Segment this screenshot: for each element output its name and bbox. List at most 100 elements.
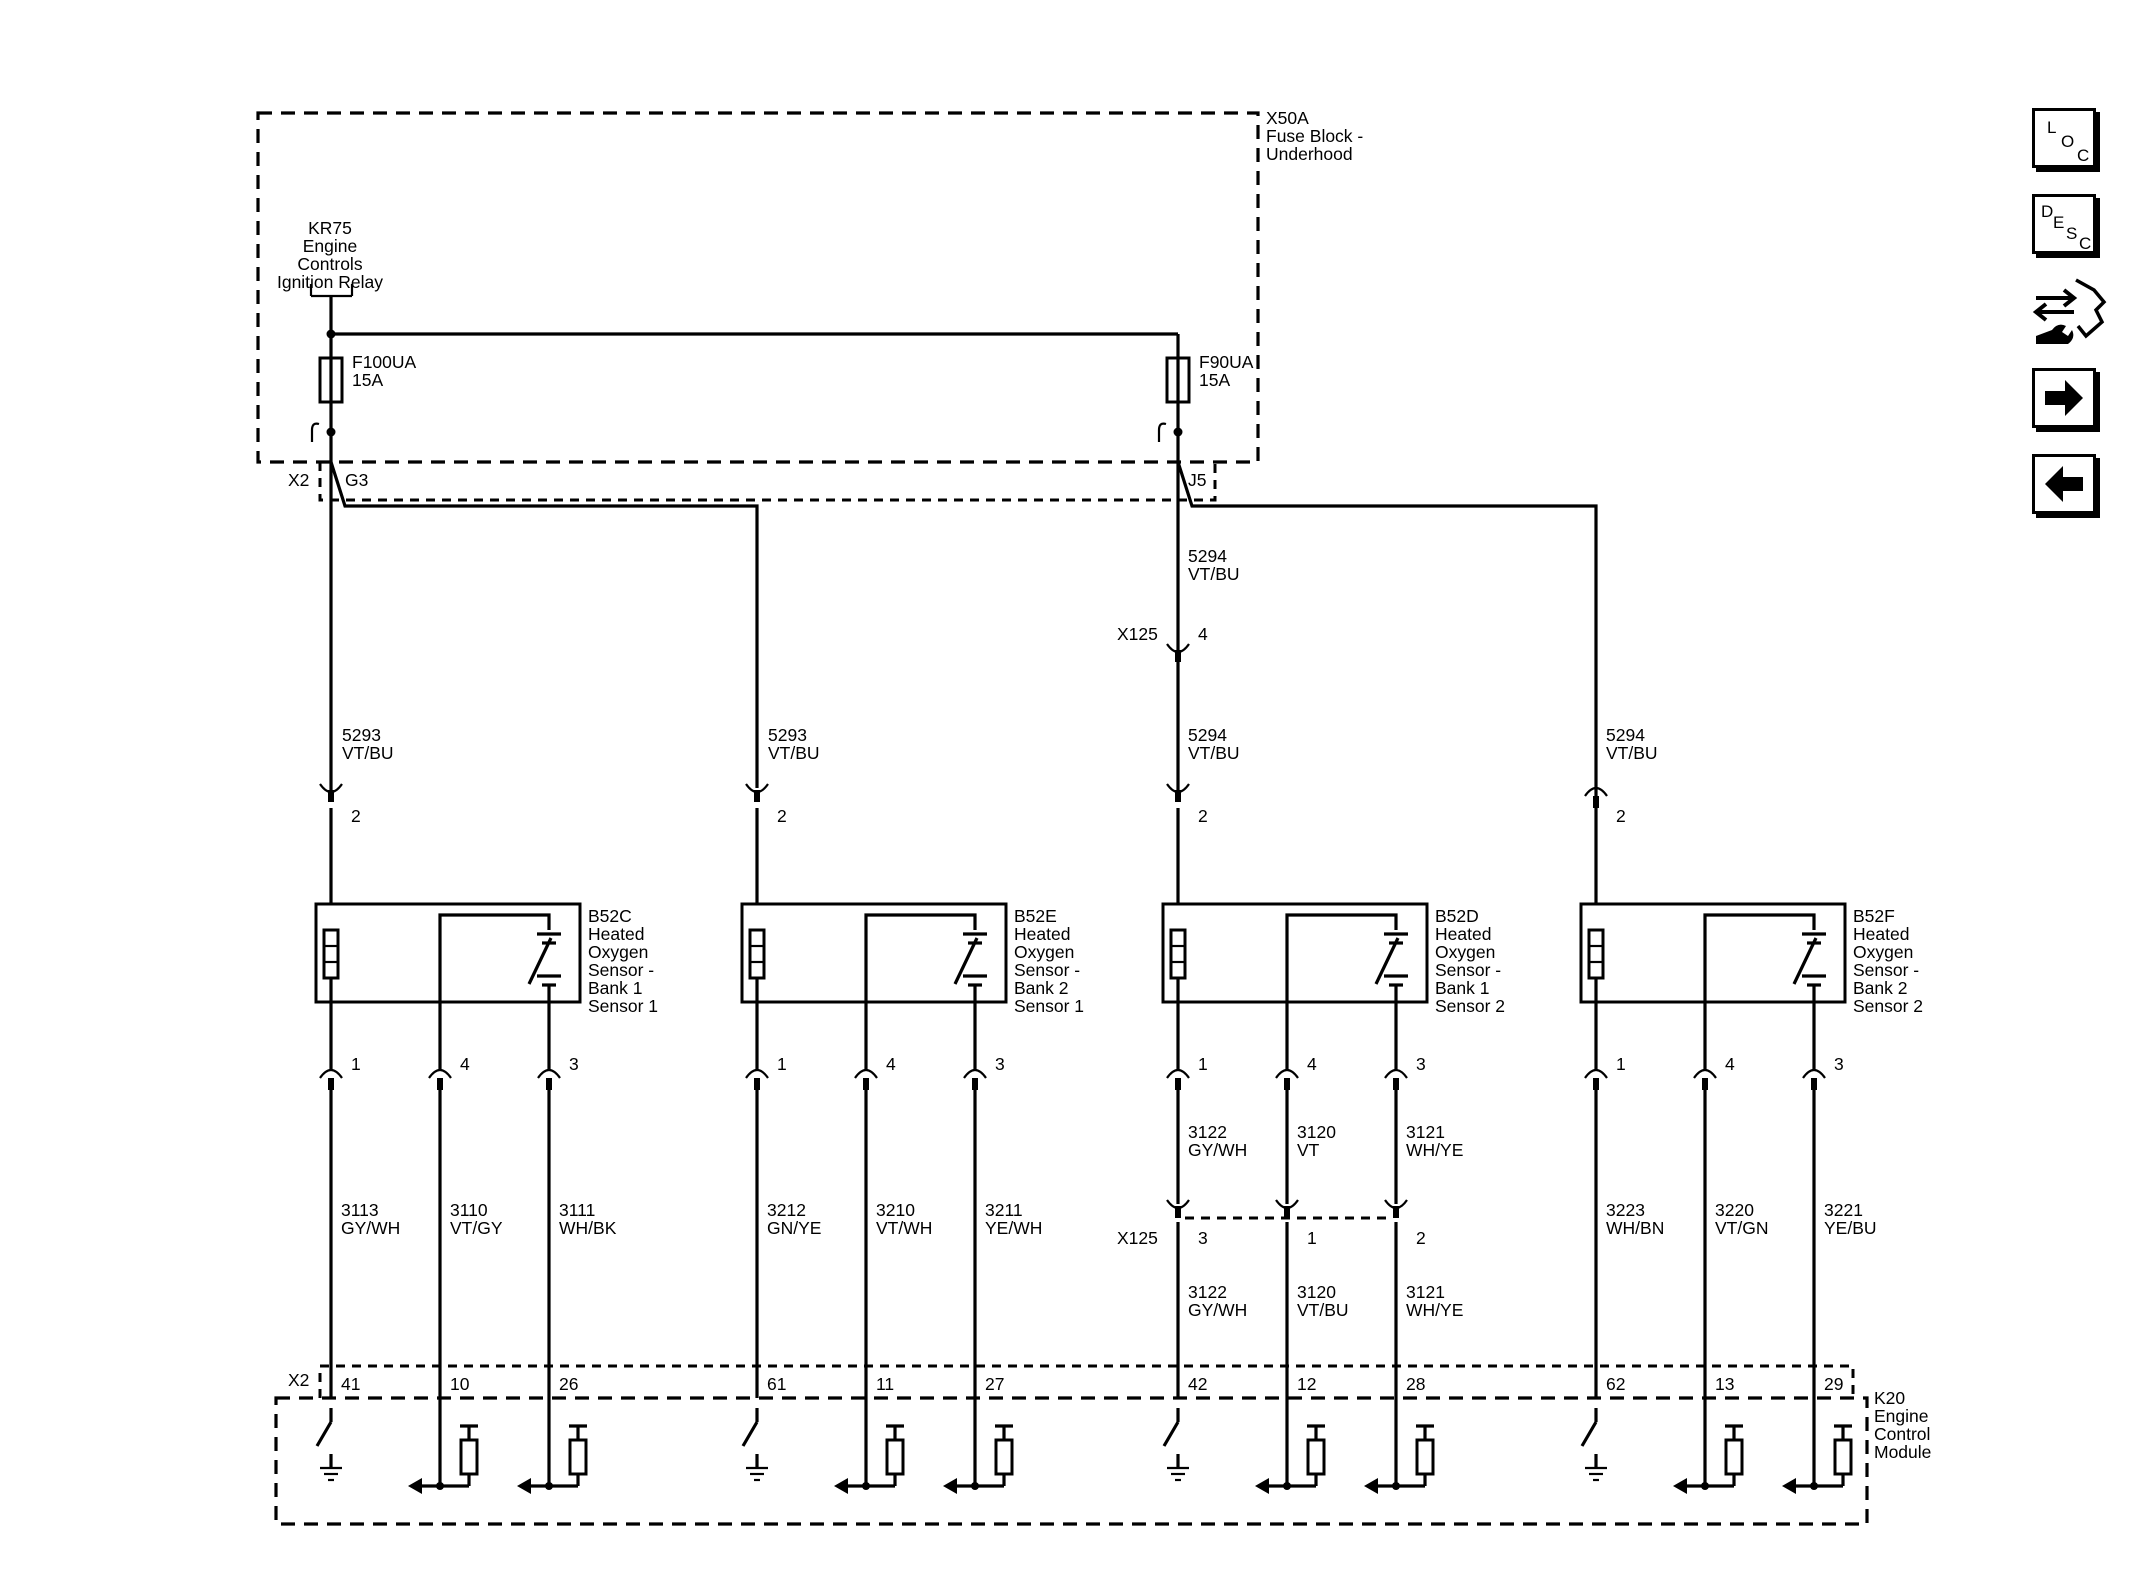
fuse-block-pin-j5: J5 (1188, 470, 1206, 490)
loc-button[interactable]: L O C (2032, 108, 2096, 168)
b52f-pin-1-label: 1 (1616, 1054, 1626, 1074)
desc-letter-s: S (2066, 224, 2078, 243)
b52d-ecm-pin-2: 28 (1406, 1374, 1425, 1394)
x125-feed-terminal (1166, 643, 1190, 662)
b52c-power-terminal (319, 783, 343, 802)
loc-letter-o: O (2061, 132, 2075, 151)
b52d-pin-1-label: 1 (1198, 1054, 1208, 1074)
fuse-f100ua (310, 334, 344, 442)
b52e-ecm-pin-2: 27 (985, 1374, 1004, 1394)
desc-button[interactable]: D E S C (2032, 194, 2096, 254)
b52e-sensor-box (740, 902, 1008, 1004)
b52f-pin-4-terminal (1693, 1068, 1717, 1090)
x125-label-bottom: X125 (1117, 1228, 1158, 1248)
b52e-power-pin: 2 (777, 806, 787, 826)
b52e-pin-3-label: 3 (995, 1054, 1005, 1074)
b52f-pin-3-terminal (1802, 1068, 1826, 1090)
b52d-pin-3-terminal (1384, 1068, 1408, 1090)
b52c-ecm-low-side-switch (315, 1408, 342, 1482)
b52f-sensor-box (1579, 902, 1847, 1004)
b52c-ecm-pin-0: 41 (341, 1374, 360, 1394)
b52d-x125-terminal-0 (1166, 1199, 1190, 1218)
ecm-connector-x2-outline (318, 1364, 1855, 1398)
previous-button[interactable] (2032, 454, 2096, 514)
b52d-x125-pin-0: 3 (1198, 1228, 1208, 1248)
b52d-ecm-pin-1: 12 (1297, 1374, 1316, 1394)
b52e-ecm-pullup-2 (943, 1398, 1014, 1494)
next-button[interactable] (2032, 368, 2096, 428)
b52f-ecm-pullup-2 (1782, 1398, 1853, 1494)
b52c-pin-1-label: 1 (351, 1054, 361, 1074)
b52e-pin-4-terminal (854, 1068, 878, 1090)
fuse-block-pin-g3: G3 (345, 470, 368, 490)
b52c-sensor-box (314, 902, 582, 1004)
b52f-ecm-pin-1: 13 (1715, 1374, 1734, 1394)
b52d-pin-1-terminal (1166, 1068, 1190, 1090)
desc-letter-d: D (2041, 202, 2054, 221)
b52f-power-terminal (1584, 786, 1608, 808)
ecm-connector-label: X2 (288, 1370, 309, 1390)
desc-letter-e: E (2053, 213, 2065, 232)
desc-letter-c: C (2079, 234, 2092, 253)
loc-letter-l: L (2047, 118, 2057, 137)
b52d-pin-4-label: 4 (1307, 1054, 1317, 1074)
feed-wire-left (329, 432, 759, 798)
b52d-ecm-pullup-1 (1255, 1398, 1326, 1494)
connector-repair-icon[interactable] (2030, 276, 2110, 348)
b52e-ecm-pin-0: 61 (767, 1374, 786, 1394)
b52e-pin-4-label: 4 (886, 1054, 896, 1074)
b52c-pin-4-label: 4 (460, 1054, 470, 1074)
b52d-x125-pin-1: 1 (1307, 1228, 1317, 1248)
x125-label-top: X125 (1117, 624, 1158, 644)
b52d-x125-terminal-1 (1275, 1199, 1299, 1218)
b52f-ecm-pullup-1 (1673, 1398, 1744, 1494)
previous-arrow-icon (2045, 466, 2083, 502)
x125-pin-4: 4 (1198, 624, 1208, 644)
b52d-power-pin: 2 (1198, 806, 1208, 826)
b52c-pin-3-terminal (537, 1068, 561, 1090)
b52f-ecm-low-side-switch (1580, 1408, 1607, 1482)
b52d-pin-4-terminal (1275, 1068, 1299, 1090)
b52e-pin-1-terminal (745, 1068, 769, 1090)
b52f-ecm-pin-2: 29 (1824, 1374, 1843, 1394)
b52c-pin-4-terminal (428, 1068, 452, 1090)
b52d-ecm-pullup-2 (1364, 1398, 1435, 1494)
fuse-block-connector-label: X2 (288, 470, 309, 490)
b52c-ecm-pullup-2 (517, 1398, 588, 1494)
b52c-power-pin: 2 (351, 806, 361, 826)
b52f-pin-1-terminal (1584, 1068, 1608, 1090)
b52e-power-terminal (745, 783, 769, 802)
fuse-block-border (256, 111, 1260, 464)
fuse-block-connector-x2-outline (318, 462, 1217, 502)
next-arrow-icon (2045, 380, 2083, 416)
b52d-x125-pin-2: 2 (1416, 1228, 1426, 1248)
b52d-ecm-pin-0: 42 (1188, 1374, 1207, 1394)
ecm-border (274, 1396, 1869, 1526)
b52d-pin-3-label: 3 (1416, 1054, 1426, 1074)
b52d-x125-terminal-2 (1384, 1199, 1408, 1218)
b52f-ecm-pin-0: 62 (1606, 1374, 1625, 1394)
